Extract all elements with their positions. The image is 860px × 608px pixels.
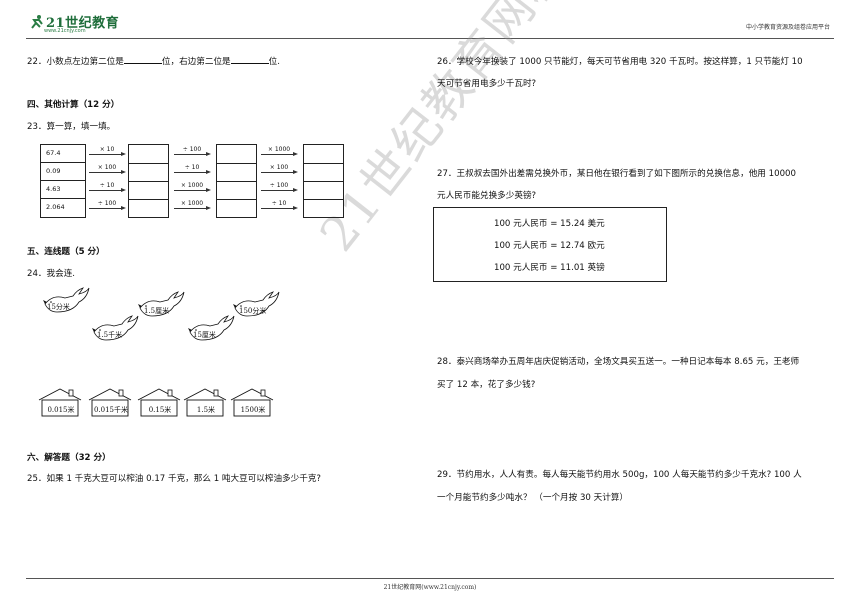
bird-card[interactable]: 1.5厘米 — [137, 290, 186, 323]
question-28-line-1: 28．泰兴商场举办五周年店庆促销活动，全场文具买五送一。一种日记本每本 8.65… — [437, 357, 800, 367]
operation-arrow: ÷ 100 — [172, 146, 212, 157]
answer-cell[interactable] — [129, 181, 168, 200]
question-24: 24．我会连. — [27, 269, 76, 279]
header-divider — [26, 38, 834, 39]
runner-logo-icon — [31, 14, 43, 29]
answer-column-3 — [303, 144, 344, 218]
operation-arrow: × 10 — [87, 146, 127, 157]
answer-cell[interactable] — [217, 163, 256, 182]
bird-card[interactable]: 15厘米 — [187, 314, 236, 347]
logo-text: 21世纪教育 — [46, 16, 120, 31]
bird-card[interactable]: 15分米 — [42, 286, 91, 319]
operation-arrow: × 100 — [87, 164, 127, 175]
answer-cell[interactable] — [217, 181, 256, 200]
logo-subtext: www.21cnjy.com — [44, 28, 86, 34]
question-25: 25．如果 1 千克大豆可以榨油 0.17 千克，那么 1 吨大豆可以榨油多少千… — [27, 474, 321, 484]
question-26-line-2: 天可节省用电多少千瓦时? — [437, 79, 537, 89]
question-23: 23．算一算，填一填。 — [27, 122, 116, 132]
section-4-heading: 四、其他计算（12 分） — [27, 100, 120, 110]
question-29-line-2: 一个月能节约多少吨水？ （一个月按 30 天计算） — [437, 493, 629, 503]
answer-column-2 — [216, 144, 257, 218]
answer-column-1 — [128, 144, 169, 218]
exchange-rate-eur: 100 元人民币 = 12.74 欧元 — [494, 241, 605, 251]
operation-arrow: × 1000 — [259, 146, 299, 157]
answer-blank[interactable] — [230, 54, 269, 64]
answer-cell[interactable] — [304, 199, 343, 217]
operation-arrow: ÷ 100 — [87, 200, 127, 211]
operation-arrow: × 1000 — [172, 182, 212, 193]
bird-card[interactable]: 1.5千米 — [91, 314, 140, 347]
left-value-column: 67.4 0.09 4.63 2.064 — [40, 144, 86, 218]
footer-divider — [26, 578, 834, 579]
left-value-cell: 2.064 — [46, 203, 65, 211]
answer-blank[interactable] — [123, 54, 162, 64]
question-29-line-1: 29．节约用水，人人有责。每人每天能节约用水 500g，100 人每天能节约多少… — [437, 470, 802, 480]
house-card[interactable]: 0.015米 — [38, 388, 84, 421]
house-card[interactable]: 1.5米 — [183, 388, 229, 421]
operation-arrow: ÷ 100 — [259, 182, 299, 193]
answer-cell[interactable] — [129, 199, 168, 217]
left-value-cell: 0.09 — [41, 163, 85, 181]
house-card[interactable]: 0.015千米 — [88, 388, 134, 421]
operation-arrow: × 1000 — [172, 200, 212, 211]
footer-text: 21世纪教育网(www.21cnjy.com) — [383, 584, 477, 591]
operation-arrow: ÷ 10 — [172, 164, 212, 175]
question-22: 22．小数点左边第二位是位，右边第二位是位. — [27, 54, 280, 69]
operation-arrow: ÷ 10 — [87, 182, 127, 193]
answer-cell[interactable] — [304, 145, 343, 164]
question-26-line-1: 26．学校今年换装了 1000 只节能灯，每天可节省用电 320 千瓦时。按这样… — [437, 57, 803, 67]
house-card[interactable]: 1500米 — [230, 388, 276, 421]
operation-arrow: ÷ 10 — [259, 200, 299, 211]
answer-cell[interactable] — [217, 199, 256, 217]
answer-cell[interactable] — [304, 181, 343, 200]
question-27-line-1: 27．王叔叔去国外出差需兑换外币，某日他在银行看到了如下图所示的兑换信息，他用 … — [437, 169, 796, 179]
answer-cell[interactable] — [129, 163, 168, 182]
site-logo: 21世纪教育 www.21cnjy.com — [28, 12, 120, 34]
bird-card[interactable]: 150分米 — [232, 290, 281, 323]
section-6-heading: 六、解答题（32 分） — [27, 453, 111, 463]
left-value-cell: 67.4 — [41, 145, 85, 163]
exchange-rate-box: 100 元人民币 = 15.24 美元 100 元人民币 = 12.74 欧元 … — [433, 207, 667, 282]
question-28-line-2: 买了 12 本，花了多少钱? — [437, 380, 536, 390]
section-5-heading: 五、连线题（5 分） — [27, 247, 105, 257]
answer-cell[interactable] — [304, 163, 343, 182]
operation-arrow: × 100 — [259, 164, 299, 175]
left-value-cell: 4.63 — [41, 181, 85, 199]
exchange-rate-gbp: 100 元人民币 = 11.01 英镑 — [494, 263, 605, 273]
answer-cell[interactable] — [217, 145, 256, 164]
question-27-line-2: 元人民币能兑换多少英镑? — [437, 191, 537, 201]
house-card[interactable]: 0.15米 — [137, 388, 183, 421]
exchange-rate-usd: 100 元人民币 = 15.24 美元 — [494, 219, 605, 229]
header-platform-name: 中小学教育资源及组卷应用平台 — [745, 24, 830, 31]
answer-cell[interactable] — [129, 145, 168, 164]
